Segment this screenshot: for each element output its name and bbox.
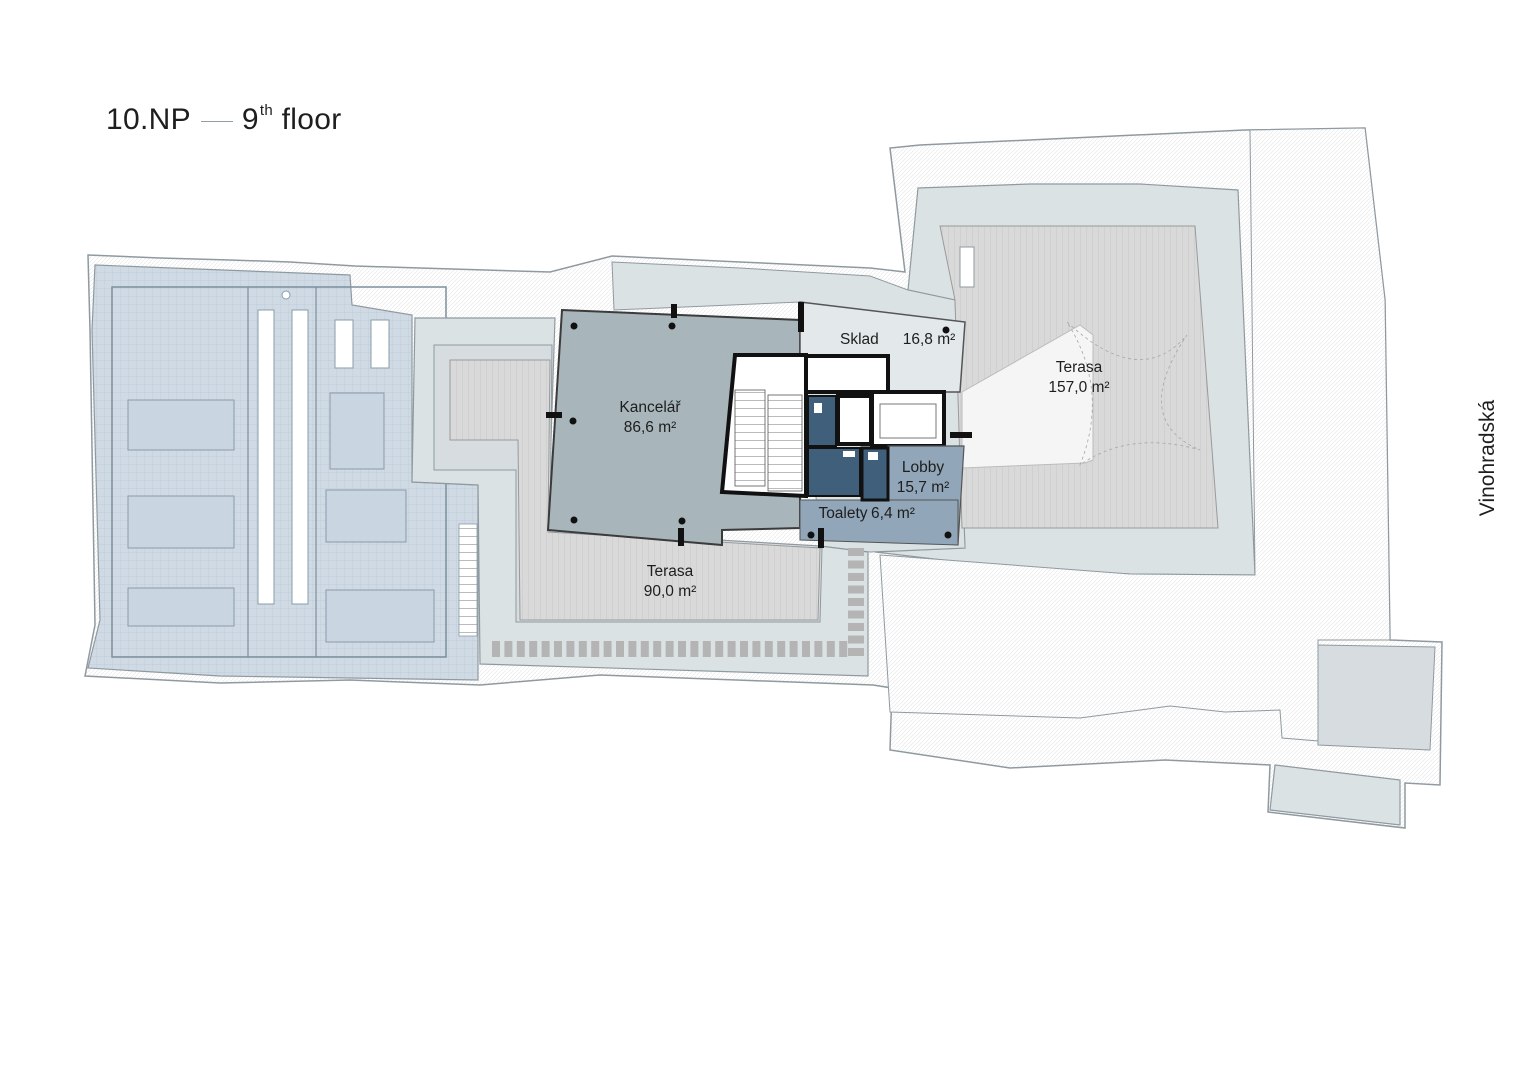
paver-tile [591,641,600,657]
paver-tile [578,641,587,657]
room-labels: Kancelář 86,6 m² Sklad 16,8 m² Terasa 15… [619,331,1109,600]
paver-tile [640,641,649,657]
room-name-terrace-east: Terasa [1056,359,1103,376]
room-name-storage: Sklad [840,331,879,348]
paver-tile [566,641,575,657]
floor-code: 10.NP [106,103,191,136]
paver-tile [702,641,711,657]
paver-strip [492,548,864,657]
floor-number: 9 [241,103,259,136]
paver-tile [665,641,674,657]
terrace-deck-east [939,225,1219,529]
street-label: Vinohradská [1476,399,1499,517]
room-area-terrace-south: 90,0 m² [644,583,697,600]
paver-tile [603,641,612,657]
paver-tile [764,641,773,657]
title-separator-line [200,120,233,122]
paver-tile [777,641,786,657]
paver-tile [504,641,513,657]
paver-tile [839,641,848,657]
paver-tile [848,573,864,581]
toilets-room [807,395,890,502]
paver-tile [529,641,538,657]
terrace-deck-south [449,359,864,657]
room-name-toilets: Toalety [818,505,867,522]
solar-roof [87,264,479,681]
paver-tile [727,641,736,657]
paver-tile [678,641,686,657]
room-name-office: Kancelář [619,399,681,416]
paver-tile [814,641,823,657]
paver-tile [653,641,662,657]
floor-title: 10.NP 9th floor [106,102,342,137]
paver-tile [848,560,864,569]
room-area-lobby: 15,7 m² [897,479,950,496]
paver-tile [752,641,761,657]
paver-tile [802,641,810,657]
room-area-terrace-east: 157,0 m² [1048,379,1109,396]
paver-tile [848,648,864,656]
room-area-storage: 16,8 m² [903,331,956,348]
floor-number-suffix: th [259,102,274,119]
paver-tile [541,641,550,657]
paver-tile [715,641,724,657]
paver-tile [789,641,798,657]
right-roof [879,127,1436,826]
room-name-lobby: Lobby [902,459,944,476]
stair-core [719,353,972,499]
paver-tile [848,623,864,631]
paver-tile [848,610,864,619]
paver-tile [616,641,624,657]
paver-tile [848,585,864,594]
paver-tile [492,641,500,657]
paver-tile [848,548,864,556]
paver-tile [826,641,835,657]
paver-tile [628,641,637,657]
paver-tile [740,641,748,657]
floor-word: floor [281,103,342,136]
room-area-toilets: 6,4 m² [871,505,915,522]
paver-tile [848,635,864,644]
paver-tile [516,641,525,657]
paver-tile [848,598,864,606]
paver-tile [554,641,562,657]
room-area-office: 86,6 m² [624,419,677,436]
paver-tile [690,641,699,657]
room-name-terrace-south: Terasa [647,563,694,580]
